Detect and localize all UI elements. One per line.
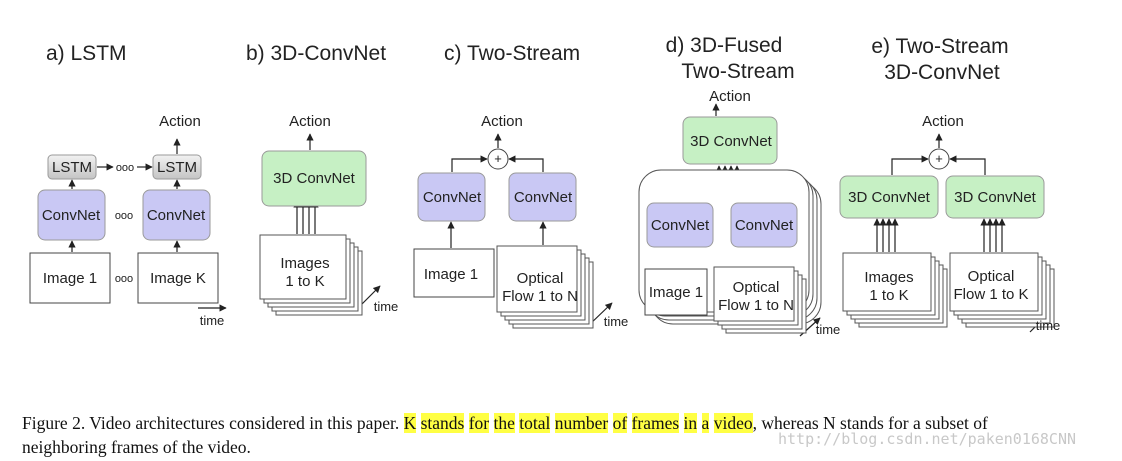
flow-label: Optical [517, 270, 564, 287]
images-stack [259, 234, 347, 300]
images-label: 1 to K [285, 273, 324, 290]
caption-space [697, 413, 701, 433]
ellipsis: ooo [115, 273, 133, 285]
image-box [644, 268, 708, 316]
flow-stack [496, 245, 578, 313]
arrow [451, 155, 488, 172]
caption-space [627, 413, 631, 433]
ellipsis: ooo [116, 162, 134, 174]
plus-node [928, 148, 950, 170]
flow-label: Flow 1 to N [718, 297, 794, 314]
convnet3d-box [945, 175, 1045, 219]
image-box [413, 248, 495, 298]
caption-space [608, 413, 612, 433]
caption-highlight-word: video [713, 413, 753, 433]
caption-highlight-word: in [683, 413, 698, 433]
time-label: time [816, 322, 841, 337]
convnet-label: ConvNet [514, 189, 573, 206]
convnet-label: ConvNet [42, 207, 101, 224]
convnet3d-label: 3D ConvNet [273, 170, 356, 187]
convnet-label: ConvNet [423, 189, 482, 206]
caption-highlight-word: frames [631, 413, 680, 433]
flow-label: Flow 1 to K [953, 286, 1028, 303]
caption-highlight-word: stands [420, 413, 465, 433]
caption-prefix: Figure 2. Video architectures considered… [22, 413, 404, 433]
caption-space [416, 413, 420, 433]
convnet-label: ConvNet [147, 207, 206, 224]
lstm-label: LSTM [157, 159, 197, 176]
panel-d-title-line1: d) 3D-Fused [665, 34, 783, 57]
action-label: Action [289, 113, 331, 130]
convnet-box [417, 172, 486, 222]
images-label: Images [864, 269, 913, 286]
caption-highlight-word: a [701, 413, 710, 433]
convnet-box [142, 189, 211, 241]
flow-label: Optical [733, 279, 780, 296]
time-label: time [200, 313, 225, 328]
convnet-label: ConvNet [651, 217, 710, 234]
panel-c-title: c) Two-Stream [444, 42, 581, 65]
image-label: Image 1 [649, 284, 703, 301]
plus-node [487, 148, 509, 170]
flow-label: Flow 1 to N [502, 288, 578, 305]
time-label: time [604, 314, 629, 329]
lstm-label: LSTM [52, 159, 92, 176]
action-label: Action [481, 113, 523, 130]
image-label: Image K [150, 270, 206, 287]
convnet3d-label: 3D ConvNet [848, 189, 931, 206]
panel-e-title-line2: 3D-ConvNet [884, 61, 1000, 84]
arrow [949, 155, 986, 175]
images-stack [842, 252, 932, 312]
arrow [891, 155, 929, 175]
ellipsis: ooo [115, 210, 133, 222]
caption-rest: , whereas N stands for a subset of [752, 413, 988, 433]
image-label: Image 1 [424, 266, 478, 283]
time-label: time [1036, 318, 1061, 333]
convnet3d-label: 3D ConvNet [690, 133, 773, 150]
arrow [508, 155, 544, 172]
action-label: Action [159, 113, 201, 130]
caption-space [679, 413, 683, 433]
convnet3d-box [682, 116, 778, 165]
action-label: Action [922, 113, 964, 130]
action-label: Action [709, 88, 751, 105]
convnet3d-label: 3D ConvNet [954, 189, 1037, 206]
caption-highlight-word: of [612, 413, 628, 433]
flow-stack [949, 252, 1039, 312]
convnet-box [730, 202, 798, 248]
caption-highlight-word: number [554, 413, 609, 433]
image-label: Image 1 [43, 270, 97, 287]
caption-highlight-word: the [493, 413, 515, 433]
caption-highlight-word: K [403, 413, 417, 433]
plus-node-label: + [935, 151, 943, 166]
figure-caption-line1: Figure 2. Video architectures considered… [22, 413, 988, 434]
convnet-label: ConvNet [735, 217, 794, 234]
image-box [29, 252, 111, 304]
caption-highlight-word: for [468, 413, 490, 433]
convnet3d-box [839, 175, 939, 219]
panel-a-title: a) LSTM [46, 42, 127, 65]
images-label: Images [280, 255, 329, 272]
figure-caption-line2: neighboring frames of the video. [22, 437, 251, 457]
image-box [137, 252, 219, 304]
caption-highlight-word: total [519, 413, 551, 433]
caption-space [489, 413, 493, 433]
lstm-box [152, 154, 202, 180]
panel-d-title-line2: Two-Stream [681, 60, 795, 83]
watermark: http://blog.csdn.net/paken0168CNN [778, 430, 1077, 448]
time-label: time [374, 299, 399, 314]
convnet3d-box [261, 150, 367, 207]
convnet-box [646, 202, 714, 248]
convnet-box [508, 172, 577, 222]
lstm-box [47, 154, 97, 180]
panel-e-title-line1: e) Two-Stream [871, 35, 1009, 58]
plus-node-label: + [494, 151, 502, 166]
panel-b-title: b) 3D-ConvNet [246, 42, 387, 65]
images-label: 1 to K [869, 287, 908, 304]
flow-label: Optical [968, 268, 1015, 285]
convnet-box [37, 189, 106, 241]
flow-stack [713, 266, 795, 322]
